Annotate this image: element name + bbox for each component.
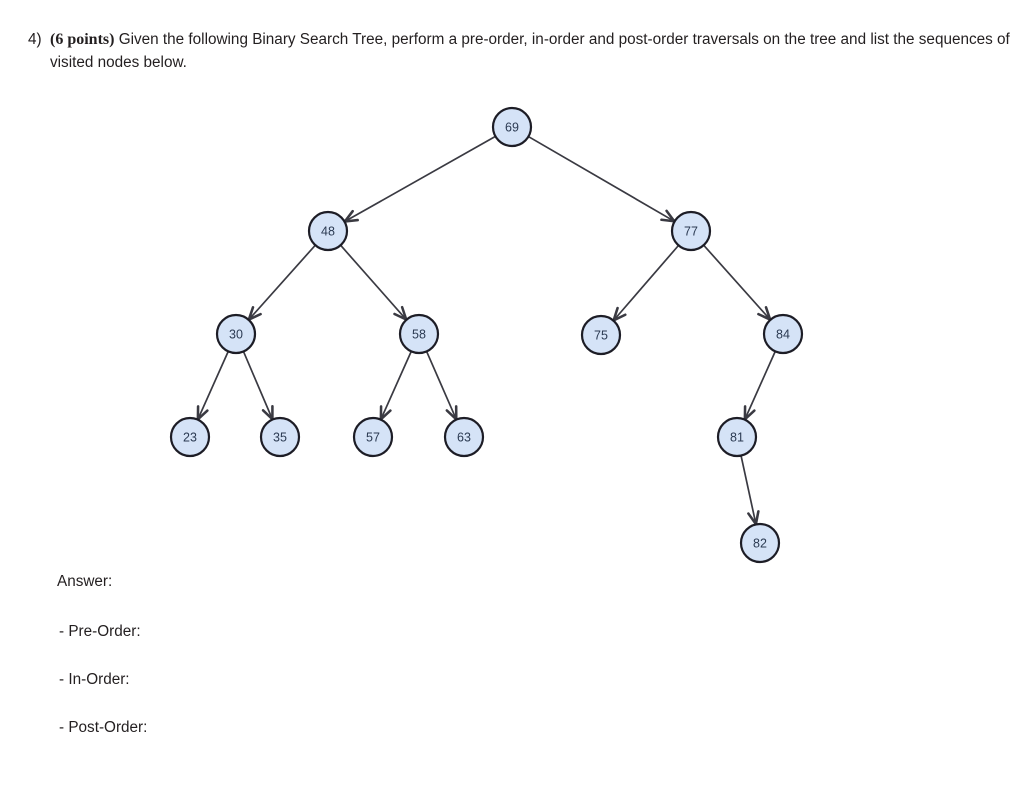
tree-node-circle-35 <box>259 416 301 458</box>
tree-edge-48-to-30 <box>247 244 316 321</box>
tree-node-circle-48 <box>307 210 349 252</box>
tree-node-circle-69 <box>491 106 533 148</box>
tree-node-75[interactable]: 75 <box>580 314 622 356</box>
tree-node-84[interactable]: 84 <box>762 313 804 355</box>
answer-heading: Answer: <box>57 573 113 590</box>
answer-in-order-line: - In-Order: <box>59 671 130 688</box>
tree-node-57[interactable]: 57 <box>352 416 394 458</box>
tree-edge-48-to-58 <box>339 244 408 321</box>
tree-node-circle-63 <box>443 416 485 458</box>
question-number: 4) <box>28 31 42 48</box>
tree-node-circle-84 <box>762 313 804 355</box>
tree-edge-77-to-84 <box>703 244 772 321</box>
tree-node-circle-58 <box>398 313 440 355</box>
tree-node-63[interactable]: 63 <box>443 416 485 458</box>
question-body-text: Given the following Binary Search Tree, … <box>50 31 1010 71</box>
tree-node-30[interactable]: 30 <box>215 313 257 355</box>
tree-node-48[interactable]: 48 <box>307 210 349 252</box>
tree-node-circle-77 <box>670 210 712 252</box>
tree-edge-69-to-48 <box>343 135 496 223</box>
tree-node-69[interactable]: 69 <box>491 106 533 148</box>
answer-pre-order-line: - Pre-Order: <box>59 623 141 640</box>
tree-node-35[interactable]: 35 <box>259 416 301 458</box>
answer-block: Answer: - Pre-Order: - In-Order: - Post-… <box>57 572 557 766</box>
tree-edge-84-to-81 <box>743 351 777 421</box>
tree-edge-58-to-63 <box>425 351 458 421</box>
question-points-label: (6 points) <box>50 31 115 48</box>
tree-node-circle-82 <box>739 522 781 564</box>
tree-node-circle-57 <box>352 416 394 458</box>
tree-node-82[interactable]: 82 <box>739 522 781 564</box>
tree-node-circle-30 <box>215 313 257 355</box>
tree-edges-layer <box>196 135 777 526</box>
tree-edge-30-to-23 <box>196 351 230 421</box>
tree-node-circle-75 <box>580 314 622 356</box>
tree-node-circle-81 <box>716 416 758 458</box>
tree-node-circle-23 <box>169 416 211 458</box>
tree-node-77[interactable]: 77 <box>670 210 712 252</box>
tree-node-81[interactable]: 81 <box>716 416 758 458</box>
tree-nodes-layer: 69 48 77 30 58 75 84 23 35 57 63 81 82 <box>169 106 804 564</box>
question-text: (6 points) Given the following Binary Se… <box>28 28 1023 74</box>
question-block: 4) (6 points) Given the following Binary… <box>28 28 1023 74</box>
tree-edge-81-to-82 <box>740 455 760 526</box>
tree-node-23[interactable]: 23 <box>169 416 211 458</box>
tree-edge-58-to-57 <box>379 351 413 421</box>
tree-edge-77-to-75 <box>612 244 680 322</box>
tree-edge-69-to-77 <box>528 135 676 223</box>
answer-post-order-line: - Post-Order: <box>59 719 148 736</box>
tree-node-58[interactable]: 58 <box>398 313 440 355</box>
tree-edge-30-to-35 <box>242 351 274 421</box>
